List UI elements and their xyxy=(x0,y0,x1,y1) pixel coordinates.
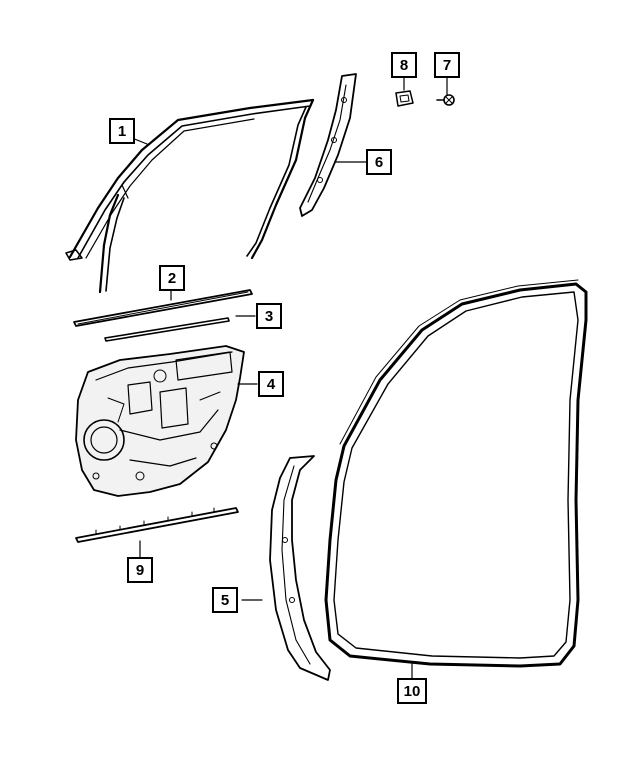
part-1-glass-run-channel xyxy=(65,98,315,294)
callout-4: 4 xyxy=(258,371,284,397)
callout-6: 6 xyxy=(366,149,392,175)
part-4-door-module-panel xyxy=(75,345,245,497)
callout-2: 2 xyxy=(159,265,185,291)
callout-3: 3 xyxy=(256,303,282,329)
part-10-door-opening-weatherstrip xyxy=(324,279,588,668)
part-6-pillar-applique xyxy=(299,73,357,217)
part-8-clip xyxy=(395,90,414,107)
part-5-rear-seal-piece xyxy=(269,455,331,681)
callout-5: 5 xyxy=(212,587,238,613)
callout-8: 8 xyxy=(391,52,417,78)
callout-1: 1 xyxy=(109,118,135,144)
part-2-belt-weatherstrip xyxy=(73,289,253,327)
part-3-inner-belt-strip xyxy=(104,317,230,342)
part-7-screw xyxy=(436,94,455,106)
callout-9: 9 xyxy=(127,557,153,583)
part-9-lower-door-seal xyxy=(75,507,239,543)
callout-10: 10 xyxy=(397,678,427,704)
callout-7: 7 xyxy=(434,52,460,78)
